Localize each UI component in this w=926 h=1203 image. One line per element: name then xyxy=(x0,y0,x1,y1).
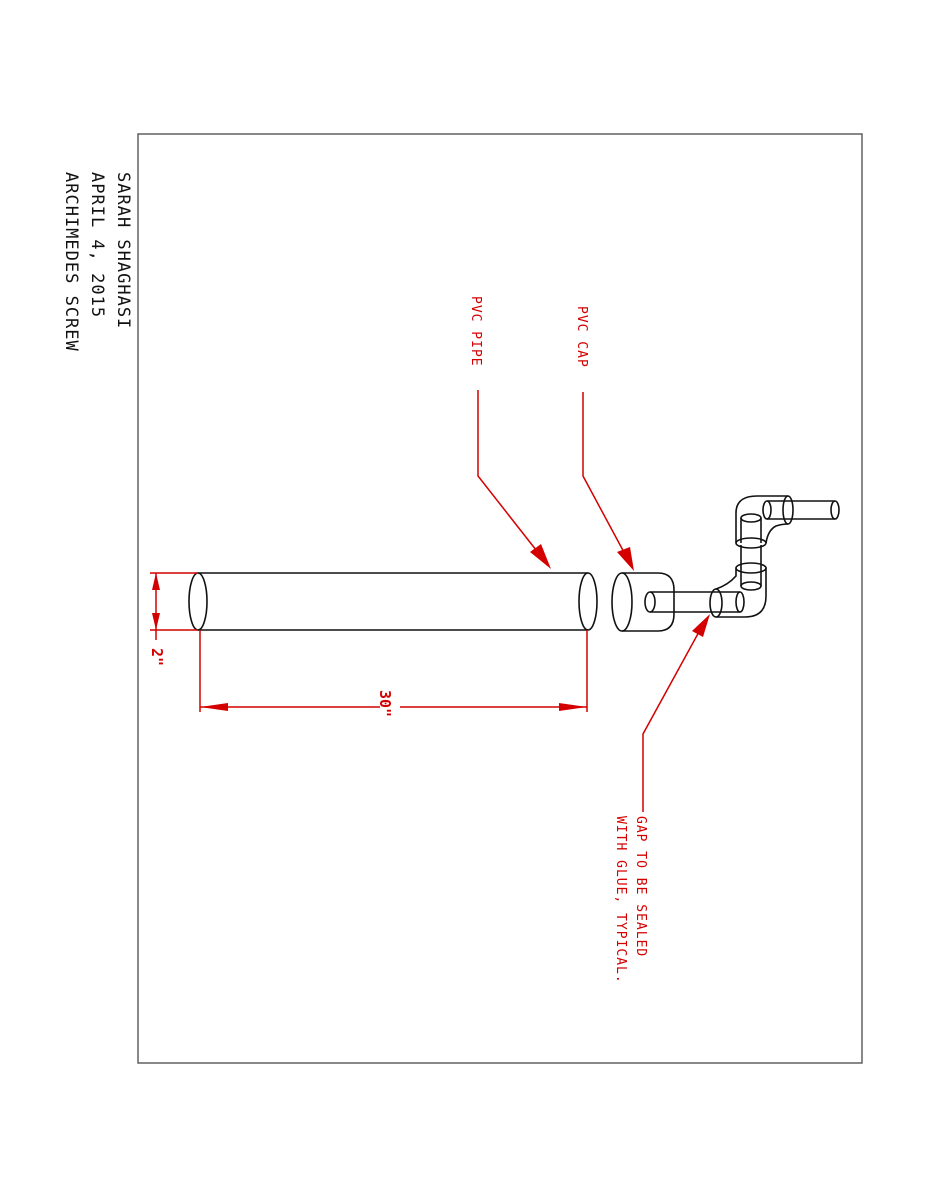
drawing-date: APRIL 4, 2015 xyxy=(87,172,107,318)
drawing-border xyxy=(137,133,863,1064)
label-gap-note-line1: GAP TO BE SEALED xyxy=(633,816,648,957)
upper-elbow xyxy=(735,495,794,549)
label-pvc-cap: PVC CAP xyxy=(574,306,589,368)
leader-pvc-pipe: PVC PIPE xyxy=(468,296,551,569)
connector-pipe xyxy=(644,591,745,613)
outlet-pipe xyxy=(762,500,840,520)
leader-pvc-cap: PVC CAP xyxy=(574,306,634,571)
dimension-length: 30" xyxy=(199,630,588,717)
pvc-pipe xyxy=(188,572,598,631)
label-gap-note-line2: WITH GLUE, TYPICAL. xyxy=(613,816,628,984)
project-title: ARCHIMEDES SCREW xyxy=(61,172,81,352)
dimension-diameter-text: 2" xyxy=(148,648,166,666)
riser-pipe xyxy=(740,545,762,568)
label-pvc-pipe: PVC PIPE xyxy=(468,296,483,367)
dimension-length-text: 30" xyxy=(376,690,394,717)
dimension-diameter: 2" xyxy=(148,572,198,666)
author-name: SARAH SHAGHASI xyxy=(113,172,133,329)
title-block: SARAH SHAGHASI APRIL 4, 2015 ARCHIMEDES … xyxy=(61,172,133,352)
pvc-cap xyxy=(611,572,675,632)
lower-elbow xyxy=(709,562,767,618)
leader-gap-note: GAP TO BE SEALED WITH GLUE, TYPICAL. xyxy=(613,614,710,984)
